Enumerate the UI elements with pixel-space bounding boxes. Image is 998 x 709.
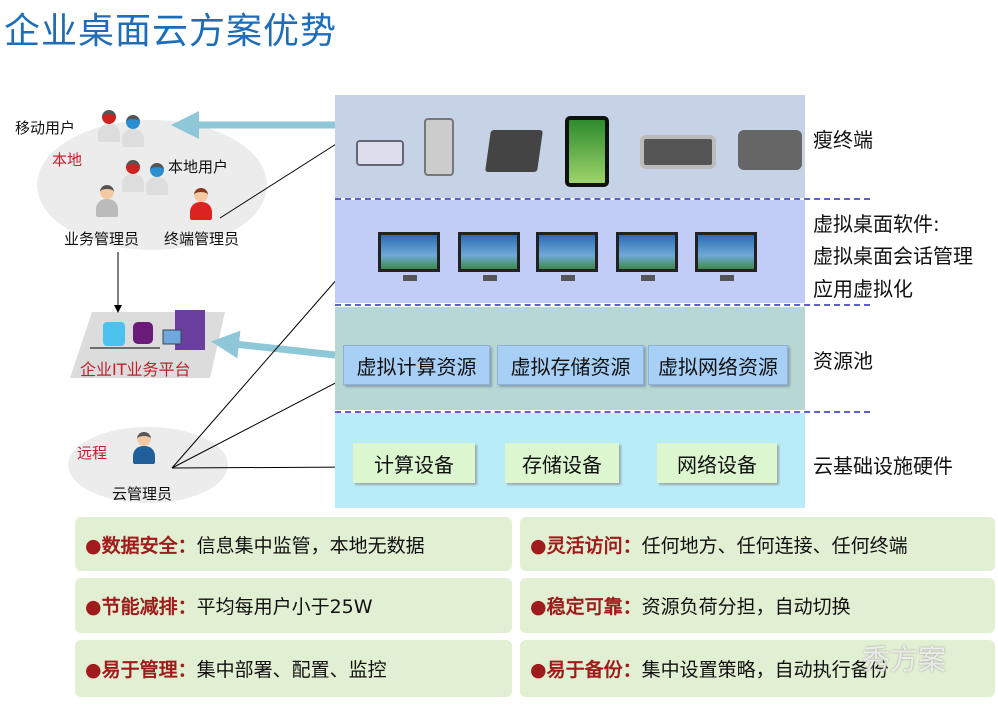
benefit-data-security: ●数据安全：信息集中监管，本地无数据 [75, 517, 512, 571]
resource-compute: 虚拟计算资源 [343, 345, 490, 385]
local-user-icon [122, 160, 144, 194]
benefit-text: 集中设置策略，自动执行备份 [641, 659, 889, 681]
cloud-admin-label: 云管理员 [112, 485, 173, 503]
benefit-text: 平均每用户小于25W [196, 596, 373, 618]
cloud-admin-icon [133, 432, 155, 466]
mobile-user-icon [122, 115, 144, 149]
terminal-admin-label: 终端管理员 [164, 230, 240, 248]
mobile-user-icon [98, 110, 120, 144]
remote-zone [68, 427, 228, 503]
local-user-icon [146, 163, 168, 197]
business-admin-label: 业务管理员 [64, 230, 140, 248]
video-phone-icon [738, 130, 802, 170]
virtual-desktop-icon [695, 232, 757, 281]
platform-label: 企业IT业务平台 [80, 360, 191, 379]
resource-network: 虚拟网络资源 [648, 345, 788, 385]
benefit-easy-backup: ●易于备份：集中设置策略，自动执行备份 [520, 640, 995, 697]
layer-label-resource-pool: 资源池 [813, 349, 873, 373]
divider [335, 411, 870, 413]
thin-client-tower-icon [424, 118, 454, 176]
benefit-key: ●灵活访问： [530, 534, 642, 557]
resource-storage: 虚拟存储资源 [497, 345, 644, 385]
terminal-admin-icon [190, 188, 212, 222]
virtual-desktop-icon [458, 232, 520, 281]
benefit-energy-saving: ●节能减排：平均每用户小于25W [75, 578, 512, 633]
benefit-key: ●数据安全： [85, 534, 197, 557]
page-title: 企业桌面云方案优势 [4, 11, 338, 52]
virtual-desktop-icon [378, 232, 440, 281]
benefit-text: 资源负荷分担，自动切换 [641, 596, 851, 618]
virtual-desktop-icon [536, 232, 598, 281]
local-tag: 本地 [52, 151, 83, 169]
virtual-desktop-icon [616, 232, 678, 281]
divider [335, 198, 870, 200]
benefit-text: 任何地方、任何连接、任何终端 [641, 534, 908, 557]
mobile-users-label: 移动用户 [15, 119, 76, 137]
layer-label-vdesktop-1: 虚拟桌面软件: [813, 212, 940, 236]
computer-icon [162, 329, 182, 345]
layer-label-thin-client: 瘦终端 [813, 128, 873, 152]
benefit-key: ●节能减排： [85, 596, 197, 618]
database-icon [103, 322, 125, 346]
thin-client-box-icon [356, 140, 404, 166]
benefit-key: ●稳定可靠： [530, 596, 642, 618]
benefit-key: ●易于管理： [85, 659, 197, 681]
benefit-text: 集中部署、配置、监控 [196, 659, 387, 681]
remote-tag: 远程 [77, 444, 108, 462]
layer-label-vdesktop-3: 应用虚拟化 [813, 277, 913, 301]
local-users-label: 本地用户 [168, 158, 229, 176]
benefit-key: ●易于备份： [530, 659, 642, 681]
hardware-network: 网络设备 [657, 443, 777, 483]
hardware-storage: 存储设备 [505, 443, 619, 483]
benefit-reliability: ●稳定可靠：资源负荷分担，自动切换 [520, 578, 995, 633]
hardware-compute: 计算设备 [353, 443, 475, 483]
business-admin-icon [96, 185, 118, 219]
database-icon [133, 322, 153, 344]
layer-label-infra: 云基础设施硬件 [813, 454, 953, 478]
layer-label-vdesktop-2: 虚拟桌面会话管理 [813, 244, 973, 268]
benefit-text: 信息集中监管，本地无数据 [196, 534, 425, 557]
benefit-flexible-access: ●灵活访问：任何地方、任何连接、任何终端 [520, 517, 995, 571]
tablet-icon [565, 116, 609, 187]
benefit-easy-management: ●易于管理：集中部署、配置、监控 [75, 640, 512, 697]
video-terminal-icon [640, 135, 716, 169]
watermark: 秀方案 [862, 643, 947, 676]
divider [335, 304, 870, 306]
laptop-icon [485, 130, 543, 172]
